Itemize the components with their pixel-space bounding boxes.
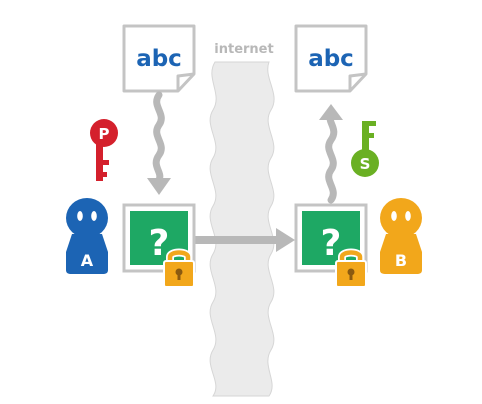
- secret-key-label: S: [360, 155, 371, 173]
- encrypted-symbol-left: ?: [149, 223, 170, 264]
- encrypted-symbol-right: ?: [321, 223, 342, 264]
- internet-label: internet: [214, 42, 273, 57]
- person-icon: [380, 198, 422, 274]
- document-text-right: abc: [308, 46, 354, 72]
- person-a: A: [66, 198, 108, 274]
- padlock-icon: [335, 248, 367, 288]
- plain-document-left: abc: [122, 24, 196, 93]
- document-icon: [122, 24, 196, 93]
- encrypt-arrow: [147, 91, 171, 195]
- person-b: B: [380, 198, 422, 274]
- plain-document-right: abc: [294, 24, 368, 93]
- transmit-arrow: [194, 228, 295, 252]
- document-text-left: abc: [136, 46, 182, 72]
- person-icon: [66, 198, 108, 274]
- person-a-label: A: [81, 251, 94, 270]
- document-icon: [294, 24, 368, 93]
- secret-key: S: [351, 121, 379, 177]
- public-key-label: P: [99, 125, 110, 143]
- internet-cloud: [209, 61, 275, 397]
- public-key: P: [90, 119, 118, 181]
- padlock-icon: [163, 248, 195, 288]
- key-icon: [351, 121, 379, 177]
- decrypt-arrow: [319, 104, 343, 204]
- person-b-label: B: [395, 251, 407, 270]
- key-icon: [90, 119, 118, 181]
